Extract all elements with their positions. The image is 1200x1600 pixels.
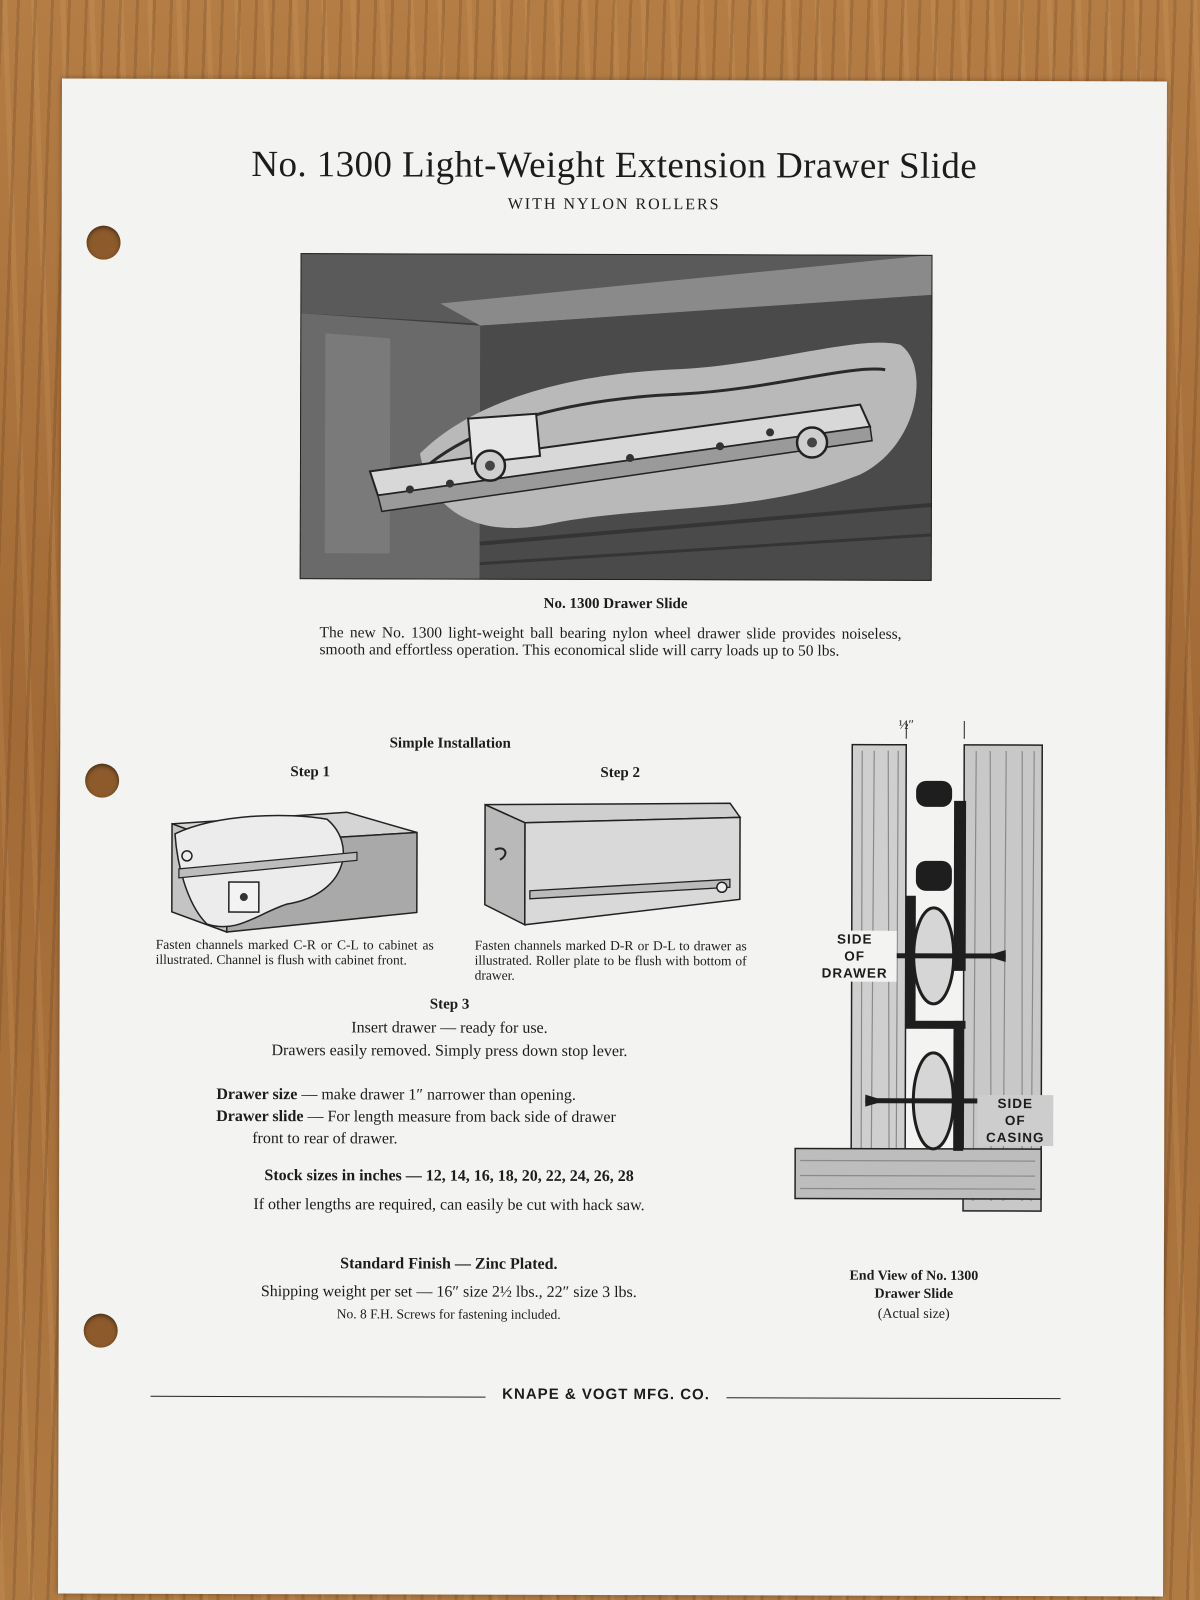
step1-label: Step 1 (290, 764, 330, 781)
step2-label: Step 2 (600, 764, 640, 782)
stock-sizes: Stock sizes in inches — 12, 14, 16, 18, … (264, 1167, 634, 1186)
page-title: No. 1300 Light-Weight Extension Drawer S… (251, 144, 978, 187)
photo-caption: No. 1300 Drawer Slide (543, 595, 688, 613)
side-of-casing-line1: SIDE (997, 1096, 1034, 1112)
shipping-weight: Shipping weight per set — 16″ size 2½ lb… (260, 1283, 637, 1302)
side-of-casing-line3: CASING (985, 1129, 1045, 1146)
drawer-slide-line: Drawer slide — For length measure from b… (216, 1108, 776, 1127)
side-of-drawer-line2: OF (844, 948, 866, 964)
standard-finish: Standard Finish — Zinc Plated. (340, 1255, 558, 1273)
side-of-casing-line2: OF (1004, 1113, 1026, 1129)
drawer-slide-text: — For length measure from back side of d… (303, 1108, 616, 1127)
installation-heading: Simple Installation (389, 735, 511, 752)
step3-label: Step 3 (429, 996, 470, 1013)
page-subtitle: WITH NYLON ROLLERS (507, 195, 721, 214)
company-name: KNAPE & VOGT MFG. CO. (502, 1385, 710, 1404)
side-of-drawer-label: SIDE OF DRAWER (812, 930, 897, 982)
footer-rule-left (150, 1395, 486, 1398)
footer-rule-right (726, 1397, 1061, 1400)
drawer-slide-text-cont: front to rear of drawer. (252, 1130, 398, 1148)
binder-hole (85, 763, 120, 798)
step2-illustration (484, 802, 742, 926)
end-view-caption-3: (Actual size) (877, 1306, 950, 1322)
screws-note: No. 8 F.H. Screws for fastening included… (336, 1306, 561, 1322)
product-description: The new No. 1300 light-weight ball beari… (319, 624, 902, 660)
step3-line1: Insert drawer — ready for use. (351, 1019, 548, 1037)
step1-text: Fasten channels marked C-R or C-L to cab… (155, 936, 434, 968)
end-view-diagram (794, 720, 1043, 1212)
other-lengths: If other lengths are required, can easil… (253, 1196, 645, 1215)
binder-hole (83, 1313, 118, 1348)
dimension-label: ½″ (898, 716, 914, 732)
end-view-caption-1: End View of No. 1300 (849, 1268, 979, 1284)
drawer-slide-label: Drawer slide (216, 1107, 304, 1126)
drawer-size-line: Drawer size — make drawer 1″ narrower th… (216, 1086, 776, 1105)
side-of-casing-label: SIDE OF CASING (977, 1094, 1054, 1147)
drawer-slide-photo (299, 253, 933, 581)
end-view-caption-2: Drawer Slide (874, 1286, 954, 1302)
drawer-size-label: Drawer size (216, 1085, 298, 1104)
binder-hole (86, 225, 121, 260)
step3-line2: Drawers easily removed. Simply press dow… (271, 1042, 628, 1061)
step2-text: Fasten channels marked D-R or D-L to dra… (474, 937, 747, 983)
step1-illustration (171, 811, 418, 934)
side-of-drawer-line1: SIDE (836, 931, 873, 947)
side-of-drawer-line3: DRAWER (821, 965, 888, 981)
drawer-size-text: — make drawer 1″ narrower than opening. (297, 1086, 576, 1104)
catalog-sheet: No. 1300 Light-Weight Extension Drawer S… (58, 78, 1167, 1597)
